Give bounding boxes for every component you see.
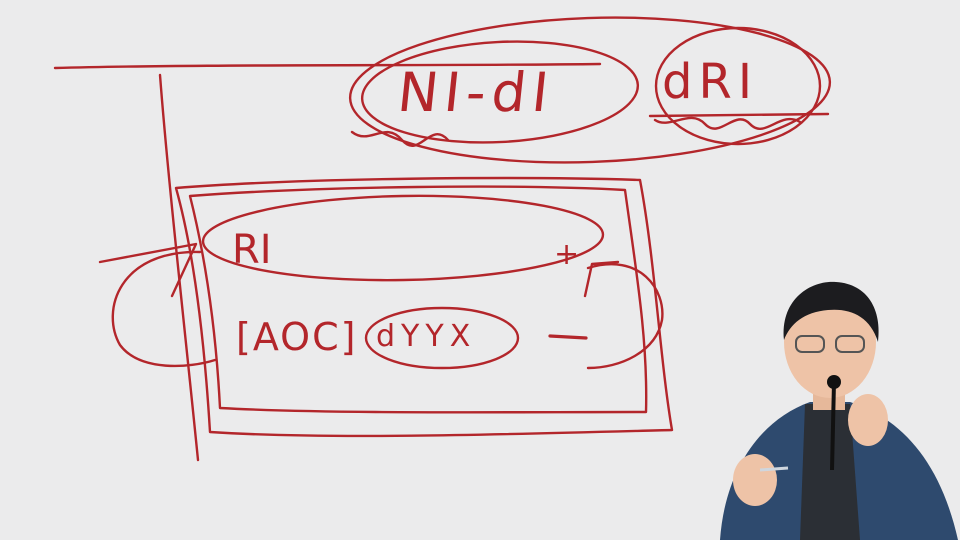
presenter-glasses-right bbox=[835, 335, 865, 353]
right-arrow-head bbox=[583, 260, 620, 298]
box-frame-inner bbox=[188, 185, 648, 414]
right-loop-arrow bbox=[586, 263, 664, 370]
presenter-left-hand bbox=[733, 454, 777, 506]
presenter-microphone bbox=[830, 381, 836, 471]
top-left-oval bbox=[360, 40, 640, 144]
box-plus-sign: + bbox=[554, 237, 580, 272]
left-loop-arrow bbox=[111, 250, 217, 368]
top-right-oval bbox=[654, 26, 822, 146]
presenter-shirt bbox=[800, 404, 860, 540]
presenter-mic-head bbox=[827, 375, 841, 389]
box-aoc-label: [AOC] bbox=[236, 315, 358, 359]
box-frame-outer bbox=[174, 176, 674, 438]
top-left-wave bbox=[350, 130, 450, 147]
vertical-line bbox=[158, 73, 200, 462]
top-left-expression: NI-dI bbox=[394, 61, 558, 124]
presenter-pen bbox=[759, 466, 789, 472]
presenter-video-icon bbox=[720, 281, 958, 540]
presenter-glasses-left bbox=[795, 335, 825, 353]
ri-oval bbox=[201, 194, 605, 282]
top-horizontal-line bbox=[53, 62, 602, 70]
presenter-right-hand bbox=[848, 394, 888, 446]
top-right-expression: dRI bbox=[662, 54, 758, 110]
top-right-wave bbox=[653, 116, 802, 130]
left-arrow-head bbox=[98, 242, 198, 298]
top-right-line bbox=[648, 112, 830, 118]
minus-stroke bbox=[548, 334, 588, 340]
presenter-hair bbox=[783, 281, 879, 342]
circled-term-oval bbox=[364, 306, 520, 370]
top-outer-oval bbox=[348, 16, 832, 164]
box-ri-label: RI bbox=[232, 227, 272, 273]
box-circled-term: dYYX bbox=[376, 319, 477, 354]
